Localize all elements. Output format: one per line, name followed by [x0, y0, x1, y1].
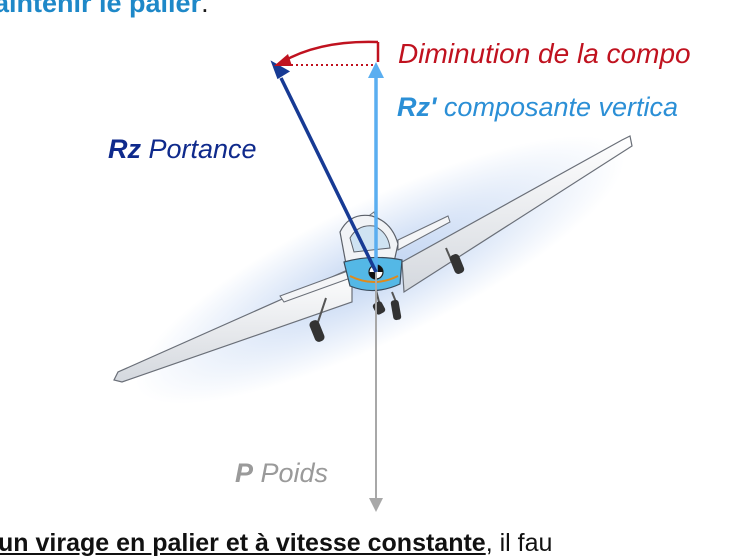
intro-bold: aintenir le palier — [0, 0, 202, 18]
right-wing — [401, 135, 633, 294]
p-text: Poids — [253, 458, 329, 488]
footer-tail: , il fau — [485, 529, 553, 557]
vertical-component-vector — [368, 62, 384, 272]
diminution-indicator — [274, 40, 380, 66]
footer-bold: un virage en palier et à vitesse constan… — [0, 529, 486, 557]
intro-text: aintenir le palier. — [0, 0, 209, 19]
weight-vector — [369, 272, 383, 512]
rz-prime-text: composante vertica — [436, 92, 679, 122]
rz-prime-symbol: Rz' — [397, 92, 437, 122]
diminution-label: Diminution de la compo — [398, 38, 691, 69]
footer-text: un virage en palier et à vitesse constan… — [0, 529, 552, 558]
rz-symbol: Rz — [108, 134, 141, 164]
p-symbol: P — [235, 458, 254, 488]
landing-gear — [309, 247, 465, 342]
rz-text: Portance — [141, 134, 257, 164]
intro-tail: . — [201, 0, 209, 18]
vertical-component-label: Rz' composante vertica — [397, 92, 678, 123]
lift-label: Rz Portance — [108, 134, 257, 165]
weight-label: P Poids — [235, 458, 328, 489]
